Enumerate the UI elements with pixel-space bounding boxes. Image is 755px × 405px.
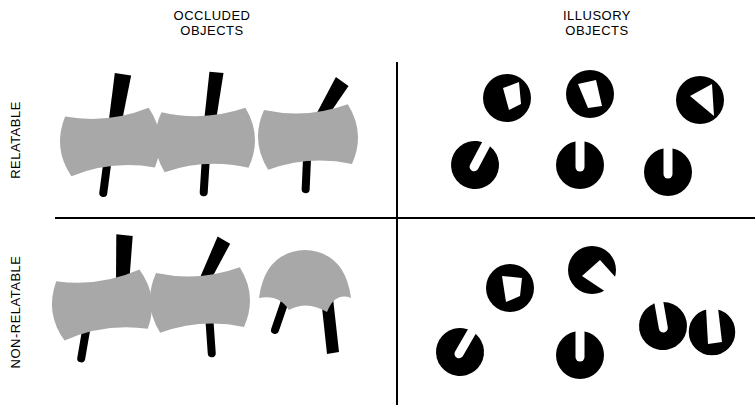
column-label: OCCLUDED OBJECTS	[162, 8, 262, 38]
occluded-figure	[259, 250, 351, 354]
occluded-figure	[254, 76, 361, 193]
occluded-figure	[152, 69, 258, 194]
occluded-figure	[53, 69, 165, 197]
row-label: RELATABLE	[8, 101, 23, 179]
inducer-disk	[427, 246, 736, 385]
column-label: ILLUSORY OBJECTS	[547, 8, 647, 38]
inducer-disk	[443, 70, 724, 197]
divider-line	[396, 62, 398, 405]
occluded-figure	[146, 235, 254, 358]
row-label: NON-RELATABLE	[8, 256, 23, 369]
divider-line	[55, 217, 755, 219]
occluded-figure	[43, 231, 158, 362]
